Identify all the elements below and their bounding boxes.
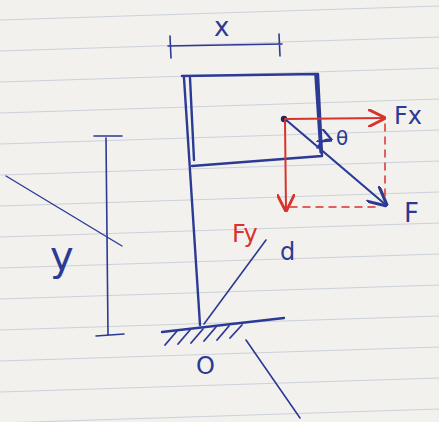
post-edge [190,78,194,160]
ground [162,318,284,332]
force-arrow [285,119,386,205]
force-label: Fx [394,104,422,128]
ruled-line [0,378,439,392]
dimension-y [94,136,124,336]
ruled-line [0,99,439,113]
line-of-action [246,340,300,418]
ruled-line [0,316,439,330]
force-label: F [404,200,419,226]
angle-arc [317,139,331,148]
ruled-line [0,130,439,144]
angle-label: θ [336,128,348,148]
dimension-label: x [214,14,229,40]
ruled-lines [0,6,439,422]
ruled-line [0,285,439,299]
force-x [285,118,384,119]
ruled-line [0,347,439,361]
component-guides [290,124,385,207]
dimension-label: y [50,236,74,276]
arm [182,74,322,166]
force-y [285,121,286,210]
post [184,78,200,325]
ruled-line [0,223,439,237]
force-label: Fy [232,222,258,246]
origin-label: O [196,354,215,378]
ruled-line [0,409,439,422]
ground-hatch [165,325,242,345]
arm-edge [316,76,321,152]
distance-label: d [280,240,295,264]
distance-d [204,240,266,324]
